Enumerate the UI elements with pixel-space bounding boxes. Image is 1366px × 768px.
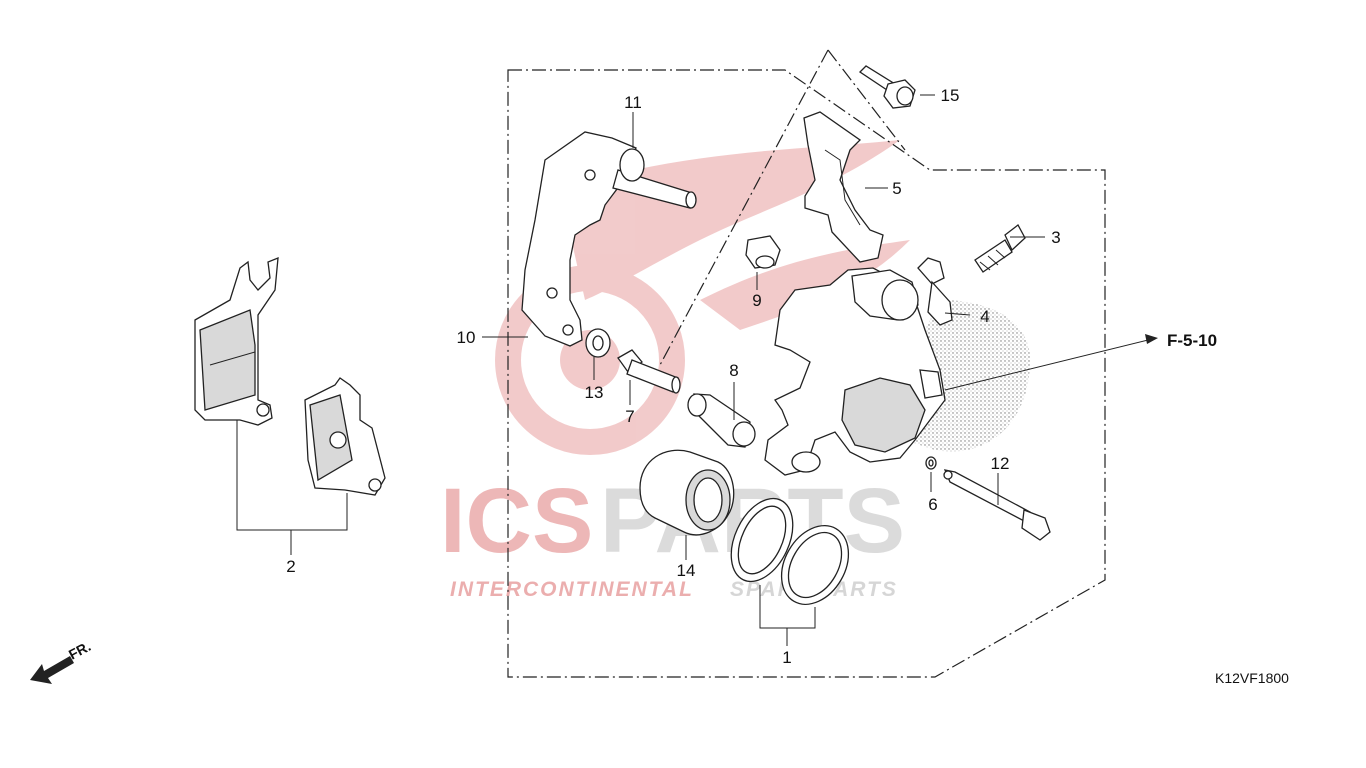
diagram-code: K12VF1800 [1215,670,1289,686]
assembly-border [507,69,1106,678]
part-14-piston [639,449,735,536]
part-1-seals [730,497,850,605]
part-13-washer [585,328,611,358]
reference-label: F-5-10 [1167,331,1217,350]
part-6-seal [925,456,937,470]
callout-labels: 11 15 5 3 4 10 9 13 7 8 6 12 14 1 2 [286,86,1060,667]
callout-10: 10 [457,328,476,347]
part-9-plug [745,235,781,269]
callout-9: 9 [752,291,761,310]
front-arrow-icon [30,656,74,684]
part-12-pin [943,469,1051,541]
callout-5: 5 [892,179,901,198]
caliper-bracket [521,131,697,347]
part-5-pad-spring [803,111,884,263]
callout-4: 4 [980,307,989,326]
callout-6: 6 [928,495,937,514]
part-15-bolt [858,65,916,109]
watermark-tagline-left: INTERCONTINENTAL [450,578,694,601]
part-4-bleeder-cap [917,257,953,326]
leader-lines [236,94,1158,646]
callout-11: 11 [624,93,642,112]
part-7-pin-bolt [617,349,681,394]
callout-8: 8 [729,361,738,380]
callout-13: 13 [585,383,604,402]
caliper-body [764,267,1030,476]
front-indicator: FR. [30,638,93,684]
watermark-brand-left: ICS [440,470,593,572]
callout-15: 15 [941,86,960,105]
callout-2: 2 [286,557,295,576]
callout-14: 14 [677,561,696,580]
callout-7: 7 [625,407,634,426]
part-8-sleeve [687,393,756,448]
callout-1: 1 [782,648,791,667]
callout-12: 12 [991,454,1010,473]
callout-3: 3 [1051,228,1060,247]
subassembly-border [659,49,906,366]
part-3-bleeder-screw [974,224,1026,273]
brake-pad-large [194,257,279,426]
brake-pad-small [304,377,386,496]
